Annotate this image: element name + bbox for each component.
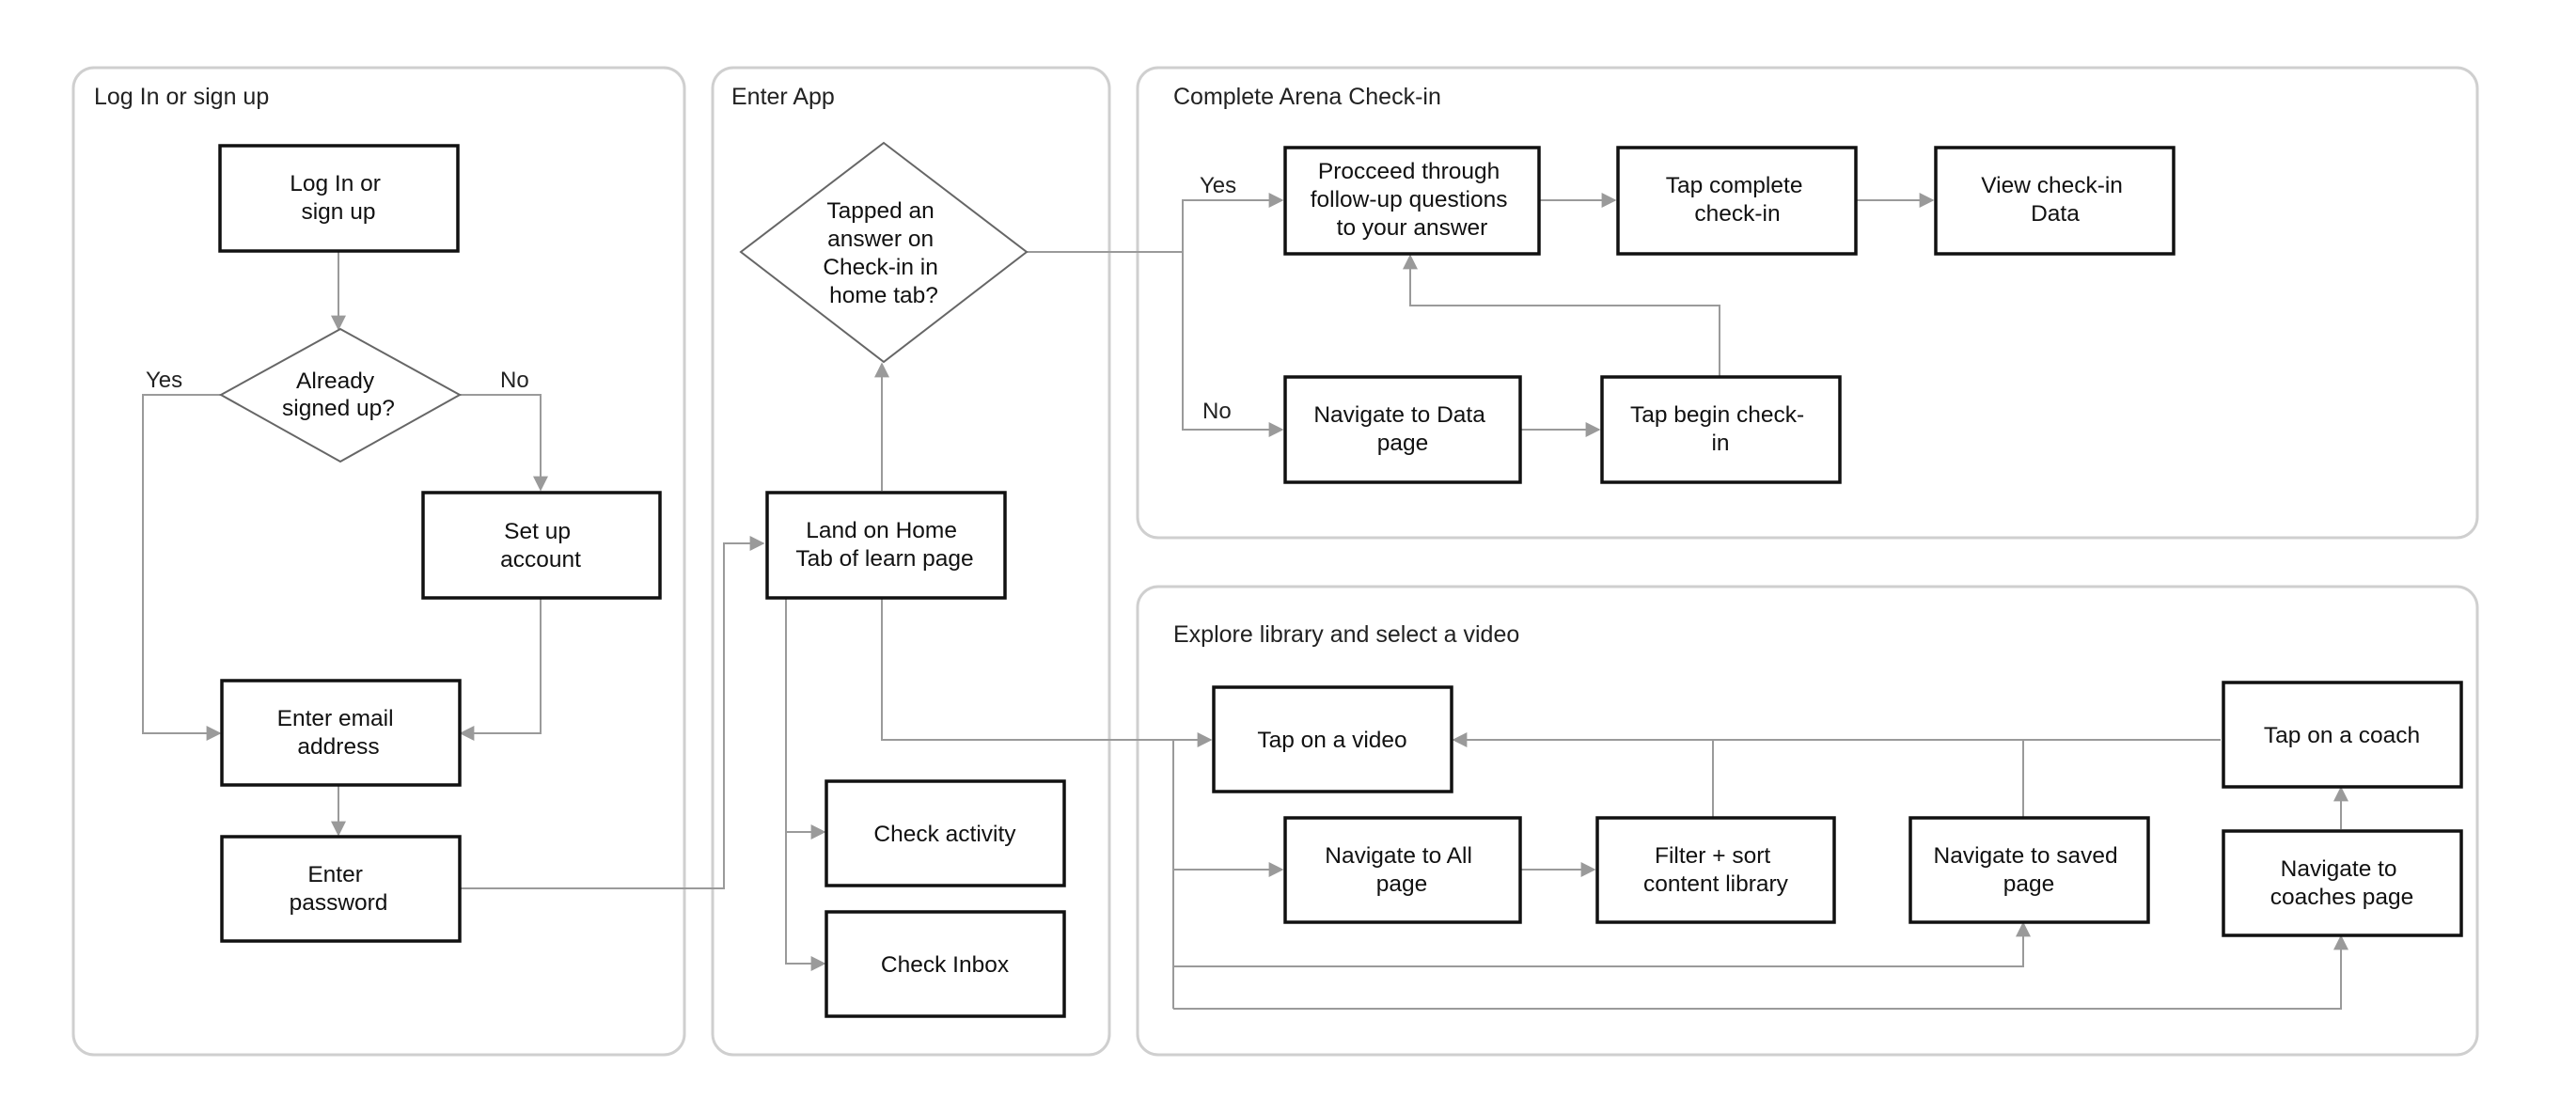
node-navigate-all-text: Navigate to All page — [1325, 843, 1478, 897]
panel-library-title: Explore library and select a video — [1173, 621, 1519, 648]
edge-hub-to-saved — [1173, 921, 2031, 967]
edge-yes-to-email — [142, 394, 222, 741]
panel-login: Log In or sign up — [71, 66, 686, 1057]
node-navigate-data: Navigate to Data page — [1283, 375, 1522, 484]
node-land-home-text: Land on Home Tab of learn page — [795, 518, 973, 572]
edge-no-to-setup — [460, 394, 548, 492]
node-tap-complete: Tap complete check-in — [1616, 146, 1858, 256]
label-no-signed: No — [500, 368, 529, 393]
node-filter-sort-text: Filter + sort content library — [1643, 843, 1789, 897]
panel-checkin: Complete Arena Check-in — [1136, 66, 2479, 540]
node-tap-begin: Tap begin check- in — [1600, 375, 1842, 484]
node-navigate-all: Navigate to All page — [1283, 816, 1522, 924]
edge-yes-to-proceed — [1182, 193, 1284, 252]
node-enter-password: Enter password — [220, 835, 462, 943]
node-navigate-saved: Navigate to saved page — [1908, 816, 2150, 924]
node-land-home: Land on Home Tab of learn page — [765, 491, 1007, 600]
node-view-checkin: View check-in Data — [1934, 146, 2175, 256]
edge-password-to-home — [461, 536, 765, 889]
node-already-signed-up: Already signed up? — [218, 327, 463, 463]
edge-no-to-navigate-data — [1182, 252, 1284, 437]
node-navigate-data-text: Navigate to Data page — [1313, 402, 1491, 456]
node-filter-sort: Filter + sort content library — [1595, 816, 1836, 924]
node-login-signup-text: Log In or sign up — [290, 171, 387, 225]
node-tap-video: Tap on a video — [1212, 685, 1453, 793]
node-check-inbox: Check Inbox — [825, 910, 1066, 1018]
node-tapped-answer: Tapped an answer on Check-in in home tab… — [739, 141, 1029, 364]
node-set-up-account-text: Set up account — [500, 519, 581, 573]
panel-checkin-title: Complete Arena Check-in — [1173, 84, 1441, 110]
edge-setup-to-email — [459, 598, 542, 741]
node-check-inbox-text: Check Inbox — [881, 952, 1009, 978]
edge-home-to-activity — [785, 598, 826, 839]
panel-library: Explore library and select a video — [1136, 585, 2479, 1057]
node-check-activity: Check activity — [825, 779, 1066, 887]
panel-enter-app-title: Enter App — [731, 84, 835, 110]
node-tap-video-text: Tap on a video — [1257, 728, 1406, 753]
node-tapped-answer-text: Tapped an answer on Check-in in home tab… — [823, 198, 944, 308]
node-proceed-followup-text: Procceed through follow-up questions to … — [1311, 159, 1515, 241]
node-enter-email: Enter email address — [220, 679, 462, 787]
edge-begin-to-proceed — [1403, 254, 1720, 376]
edge-home-to-inbox — [785, 832, 826, 971]
node-tap-complete-text: Tap complete check-in — [1666, 173, 1810, 227]
node-enter-email-text: Enter email address — [277, 706, 401, 760]
label-yes-signed: Yes — [146, 368, 182, 393]
label-no-tapped: No — [1202, 399, 1232, 424]
node-login-signup: Log In or sign up — [218, 144, 460, 253]
node-set-up-account: Set up account — [421, 491, 662, 600]
label-yes-tapped: Yes — [1200, 173, 1236, 198]
edge-hub-to-coaches — [1173, 934, 2348, 1010]
node-tap-coach-text: Tap on a coach — [2264, 723, 2420, 748]
node-navigate-saved-text: Navigate to saved page — [1934, 843, 2125, 897]
node-already-signed-up-text: Already signed up? — [282, 369, 395, 421]
edges — [142, 193, 2348, 1010]
node-check-activity-text: Check activity — [873, 822, 1016, 847]
edge-home-to-video — [881, 598, 1213, 747]
node-enter-password-text: Enter password — [290, 862, 388, 916]
panel-enter-app: Enter App — [711, 66, 1111, 1057]
node-tap-coach: Tap on a coach — [2222, 681, 2463, 789]
node-proceed-followup: Procceed through follow-up questions to … — [1283, 146, 1541, 256]
node-navigate-coaches-text: Navigate to coaches page — [2270, 856, 2414, 910]
node-navigate-coaches: Navigate to coaches page — [2222, 829, 2463, 937]
panel-login-title: Log In or sign up — [94, 84, 269, 110]
node-view-checkin-text: View check-in Data — [1981, 173, 2129, 227]
node-tap-begin-text: Tap begin check- in — [1630, 402, 1811, 456]
